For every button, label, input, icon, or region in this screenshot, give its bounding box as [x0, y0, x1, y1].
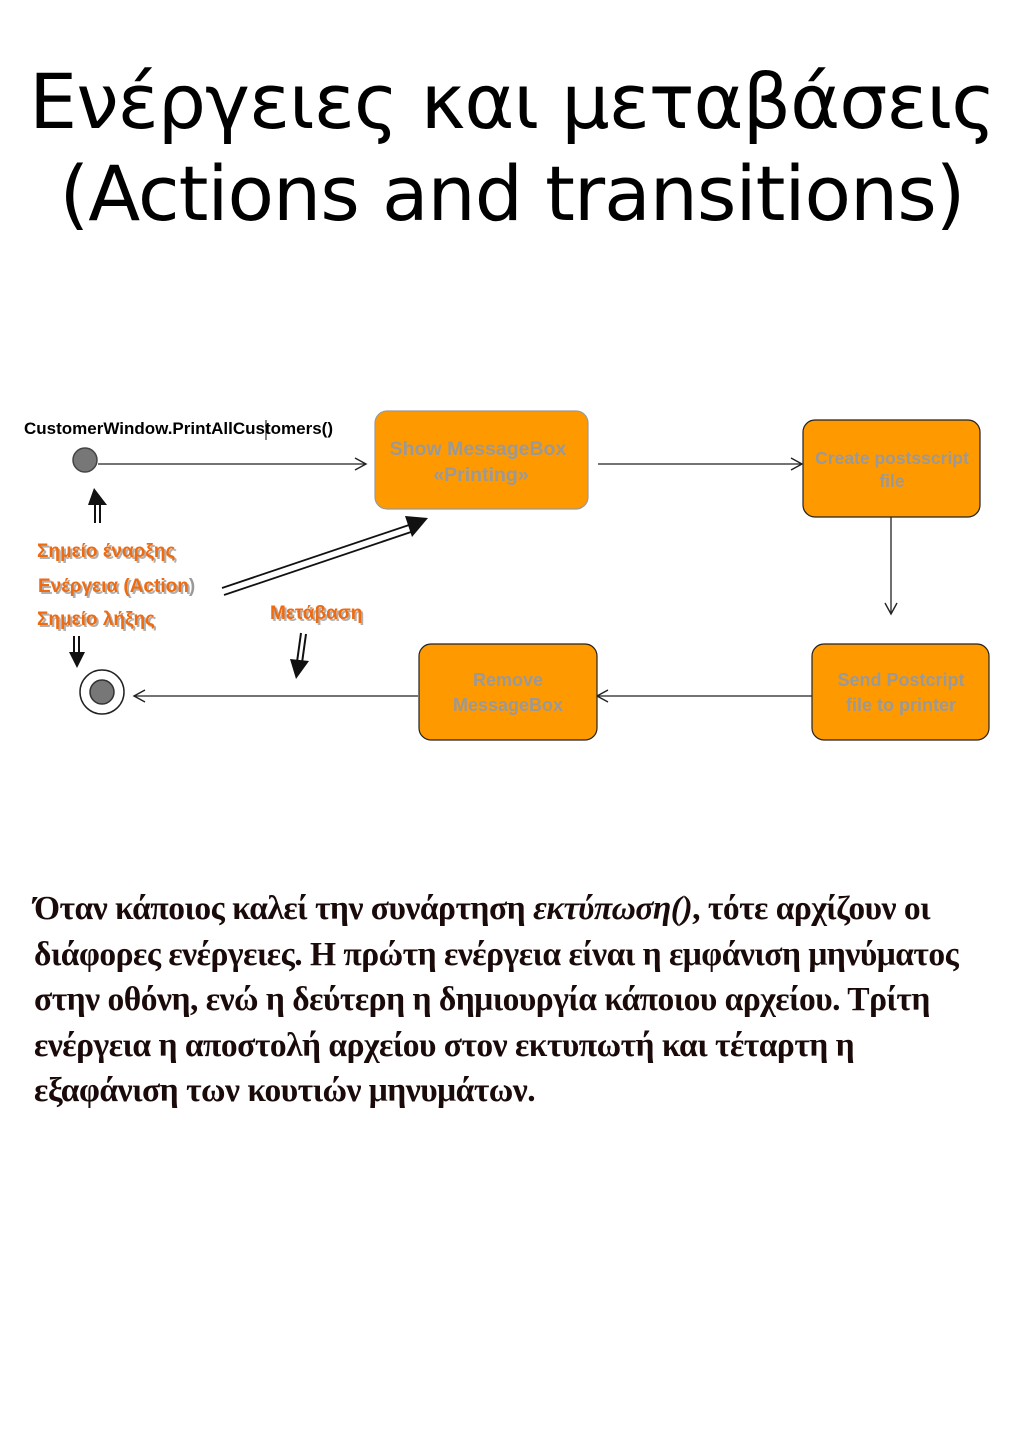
- function-name: εκτύπωση(): [533, 890, 693, 927]
- title-line-1: Ενέργειες και μεταβάσεις: [29, 57, 996, 146]
- state-send-postscript-line2: file to printer: [846, 695, 956, 715]
- annotation-start-point: Σημείο έναρξης Σημείο έναρξης: [37, 541, 177, 564]
- title-line-2: (Actions and transitions): [59, 149, 966, 238]
- state-create-postscript: Create postsscript file: [802, 419, 981, 518]
- description-part2: , τότε αρχίζουν οι διάφορες ενέργειες. Η…: [34, 890, 959, 1109]
- start-pointer-arrow: [88, 488, 107, 523]
- transition-label: Μετάβαση: [270, 603, 362, 624]
- state-show-messagebox-line1: Show MessageBox: [390, 438, 567, 460]
- state-remove-messagebox-line2: MessageBox: [453, 695, 563, 715]
- end-node: [79, 669, 125, 715]
- state-remove-messagebox: Remove MessageBox: [418, 643, 598, 741]
- description-paragraph: Όταν κάποιος καλεί την συνάρτηση εκτύπωσ…: [34, 886, 994, 1114]
- annotation-action: Ενέργεια (Action Ενέργεια (Action): [38, 576, 195, 599]
- svg-text:Μετάβαση: Μετάβαση: [272, 605, 364, 626]
- state-send-postscript-line1: Send Postcript: [837, 670, 964, 690]
- annotation-end-point: Σημείο λήξης Σημείο λήξης: [37, 609, 157, 632]
- action-label: Ενέργεια (Action): [38, 576, 195, 597]
- start-node: [72, 447, 98, 473]
- slide-title: Ενέργειες και μεταβάσεις (Actions and tr…: [0, 56, 1024, 240]
- svg-text:Ενέργεια (Action: Ενέργεια (Action: [40, 578, 191, 599]
- state-remove-messagebox-line1: Remove: [473, 670, 543, 690]
- annotation-transition: Μετάβαση Μετάβαση: [270, 603, 364, 626]
- start-point-label: Σημείο έναρξης: [37, 541, 175, 562]
- svg-text:Σημείο λήξης: Σημείο λήξης: [39, 611, 157, 632]
- svg-text:Σημείο έναρξης: Σημείο έναρξης: [39, 543, 177, 564]
- state-send-postscript: Send Postcript file to printer: [811, 643, 990, 741]
- end-point-label: Σημείο λήξης: [37, 609, 155, 630]
- state-create-postscript-line2: file: [879, 471, 905, 491]
- description-part1: Όταν κάποιος καλεί την συνάρτηση: [34, 890, 534, 927]
- state-show-messagebox: Show MessageBox «Printing»: [374, 410, 589, 510]
- transition-pointer-arrow: [290, 632, 309, 679]
- state-show-messagebox-line2: «Printing»: [433, 464, 528, 486]
- trigger-label: CustomerWindow.PrintAllCustomers(): [24, 419, 333, 438]
- action-pointer-arrow: [221, 516, 428, 596]
- end-pointer-arrow: [69, 636, 85, 668]
- state-create-postscript-line1: Create postsscript: [815, 448, 969, 468]
